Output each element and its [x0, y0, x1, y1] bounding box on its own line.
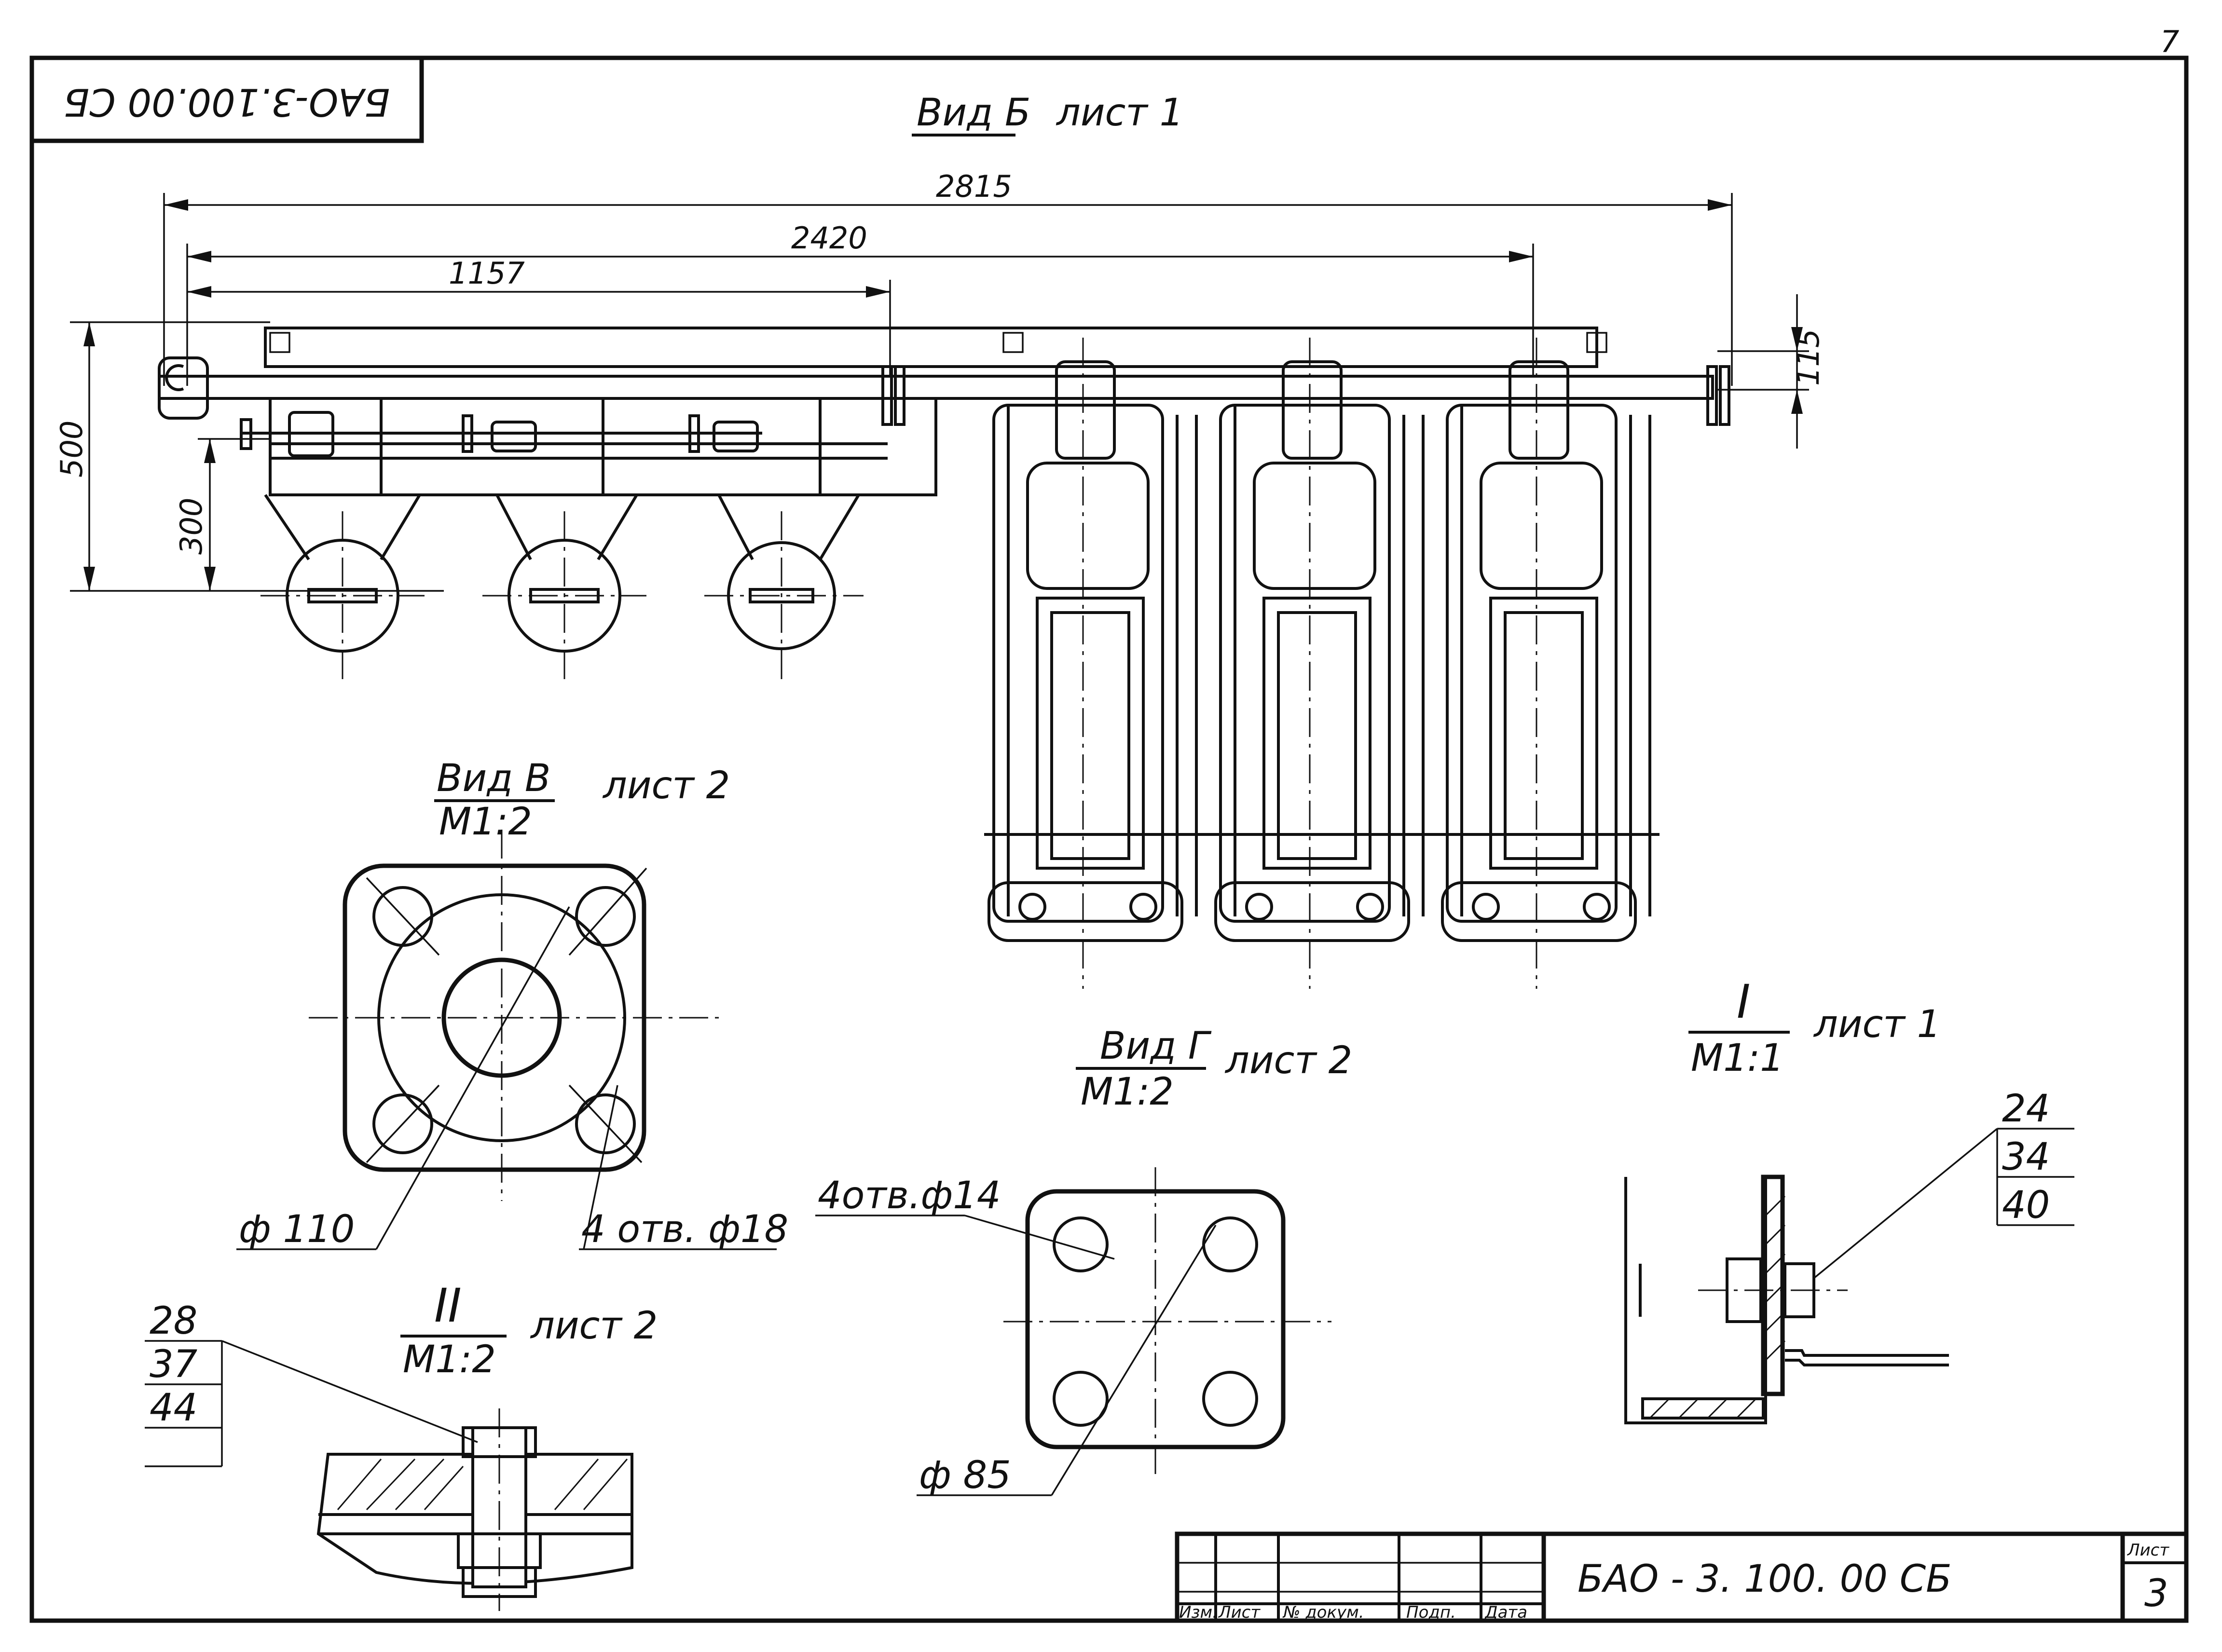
detail-1-part-34: 34 — [2002, 1135, 2050, 1179]
dim-1157-text: 1157 — [449, 256, 525, 291]
detail-1-sheet-ref: лист 1 — [1813, 1003, 1941, 1046]
detail-2-sheet-ref: лист 2 — [530, 1304, 658, 1348]
callout-phi85: ф 85 — [917, 1225, 1217, 1497]
gauge-1 — [261, 494, 425, 680]
detail-2-label: II М1:2 лист 2 — [400, 1279, 658, 1381]
detail-1-scale: М1:1 — [1691, 1037, 1784, 1080]
view-g-label: Вид Г М1:2 лист 2 — [1076, 1024, 1352, 1114]
view-v-label: Вид В М1:2 лист 2 — [434, 757, 730, 844]
view-g-sheet-ref: лист 2 — [1224, 1039, 1352, 1082]
view-b-sheet-ref: лист 1 — [1056, 91, 1183, 135]
holes18-text: 4 отв. ф18 — [581, 1208, 788, 1251]
view-v-flange — [309, 830, 724, 1201]
detail-2-part-44: 44 — [150, 1386, 197, 1430]
tb-col-date: Дата — [1484, 1603, 1527, 1622]
detail-2-drawing — [316, 1408, 633, 1611]
dimension-300: 300 — [174, 438, 270, 591]
tb-designation: БАО - 3. 100. 00 СБ — [1577, 1557, 1952, 1601]
tb-col-izm: Изм. — [1179, 1603, 1218, 1622]
dimension-1157: 1157 — [187, 256, 891, 376]
view-b-label: Вид Б лист 1 — [912, 91, 1183, 137]
view-v-title: Вид В — [437, 757, 550, 800]
detail-1-title: I — [1737, 975, 1750, 1029]
view-b-title: Вид Б — [917, 91, 1030, 135]
gauge-2 — [482, 494, 646, 680]
callout-phi110: ф 110 — [236, 906, 570, 1251]
phi110-text: ф 110 — [239, 1208, 355, 1251]
rotated-designation-box: БАО-3.100.00 СБ — [29, 55, 424, 143]
gauge-3 — [704, 494, 864, 680]
title-block: Изм. Лист № докум. Подп. Дата БАО - 3. 1… — [1175, 1531, 2189, 1623]
phi85-text: ф 85 — [919, 1454, 1011, 1497]
dim-2815-text: 2815 — [936, 169, 1012, 204]
view-v-sheet-ref: лист 2 — [602, 764, 730, 807]
detail-2-part-28: 28 — [150, 1299, 197, 1343]
dimension-2815: 2815 — [163, 169, 1733, 386]
detail-2-title: II — [434, 1279, 462, 1333]
detail-1-part-40: 40 — [2002, 1184, 2050, 1227]
drawing-frame — [29, 55, 2189, 1623]
dimension-2420: 2420 — [186, 220, 1534, 386]
detail-1-part-24: 24 — [2002, 1087, 2050, 1131]
detail-1-part-callouts: 24 34 40 — [1813, 1087, 2074, 1279]
dim-500-text: 500 — [54, 421, 89, 478]
tb-sheet-number: 3 — [2144, 1572, 2168, 1615]
detail-1-drawing — [1624, 1174, 1949, 1424]
tb-col-sign: Подп. — [1406, 1603, 1456, 1622]
view-g-title: Вид Г — [1100, 1024, 1212, 1068]
dimension-115: 115 — [1717, 294, 1826, 449]
view-g-scale: М1:2 — [1081, 1070, 1174, 1114]
holes14-text: 4отв.ф14 — [818, 1174, 1001, 1217]
detail-2-part-callouts: 28 37 44 — [145, 1299, 478, 1467]
cylinder-unit-2 — [1214, 338, 1425, 989]
detail-2-scale: М1:2 — [403, 1338, 496, 1381]
cylinder-unit-3 — [1441, 338, 1651, 989]
tb-sheet-label: Лист — [2126, 1541, 2169, 1560]
dimension-500: 500 — [54, 321, 444, 592]
tb-col-list: Лист — [1218, 1603, 1261, 1622]
dim-115-text: 115 — [1791, 329, 1826, 386]
detail-2-part-37: 37 — [150, 1343, 197, 1386]
detail-1-label: I М1:1 лист 1 — [1688, 975, 1941, 1080]
corner-mark: 7 — [2160, 24, 2179, 59]
dim-300-text: 300 — [174, 498, 209, 555]
callout-holes14: 4отв.ф14 — [815, 1174, 1115, 1260]
tb-col-doc: № докум. — [1282, 1603, 1364, 1622]
view-g-plate — [1003, 1167, 1331, 1476]
rotated-designation-text: БАО-3.100.00 СБ — [64, 80, 390, 123]
dim-2420-text: 2420 — [791, 220, 867, 256]
view-v-scale: М1:2 — [439, 800, 532, 844]
callout-holes18: 4 отв. ф18 — [579, 1085, 788, 1251]
cylinder-unit-1 — [988, 338, 1198, 989]
view-b-assembly — [158, 327, 1730, 989]
